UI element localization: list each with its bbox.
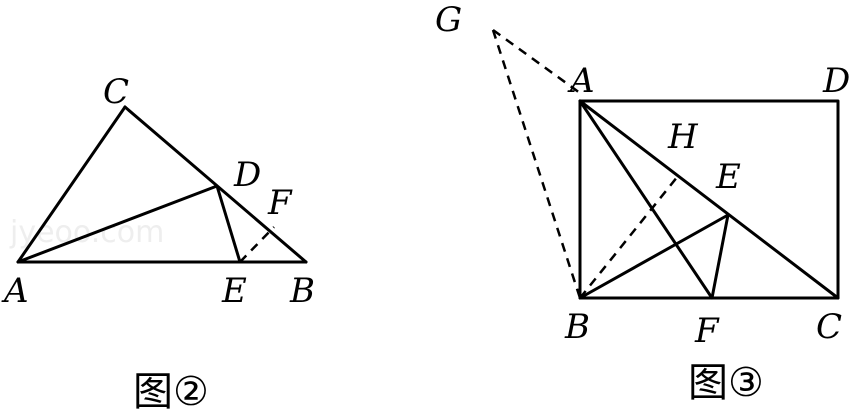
segment-EF [710,213,730,300]
label-B: B [289,271,315,311]
segment-BH-dashed [579,175,679,299]
label-D: D [233,155,261,195]
label-B: B [564,307,590,347]
segment-EF-dashed [239,226,275,263]
watermark: jyeoo.com [9,215,164,250]
label-A: A [567,61,595,101]
diagonal-AC [578,99,840,300]
caption-figure-2: 图② [133,369,209,415]
segment-AC [16,105,127,264]
segment-AD [16,184,219,264]
rectangle-ABCD [578,99,840,300]
label-A: A [1,271,29,311]
label-E: E [221,271,247,311]
caption-figure-3: 图③ [688,360,764,406]
segment-GA-dashed [492,28,581,95]
label-E: E [715,157,741,197]
segment-BE [578,213,730,300]
label-F: F [694,311,720,351]
figure-3: G A D H E B F C 图③ [435,0,850,406]
label-H: H [667,117,699,157]
segment-DE [215,184,242,264]
segment-AF [578,99,714,300]
label-G: G [435,0,462,40]
label-C: C [103,72,129,112]
label-F: F [267,183,293,223]
segment-CB [123,105,308,264]
label-D: D [822,61,850,101]
segment-GB-dashed [491,29,582,299]
figure-2: C D F A E B 图② [1,72,315,415]
label-C: C [816,307,842,347]
